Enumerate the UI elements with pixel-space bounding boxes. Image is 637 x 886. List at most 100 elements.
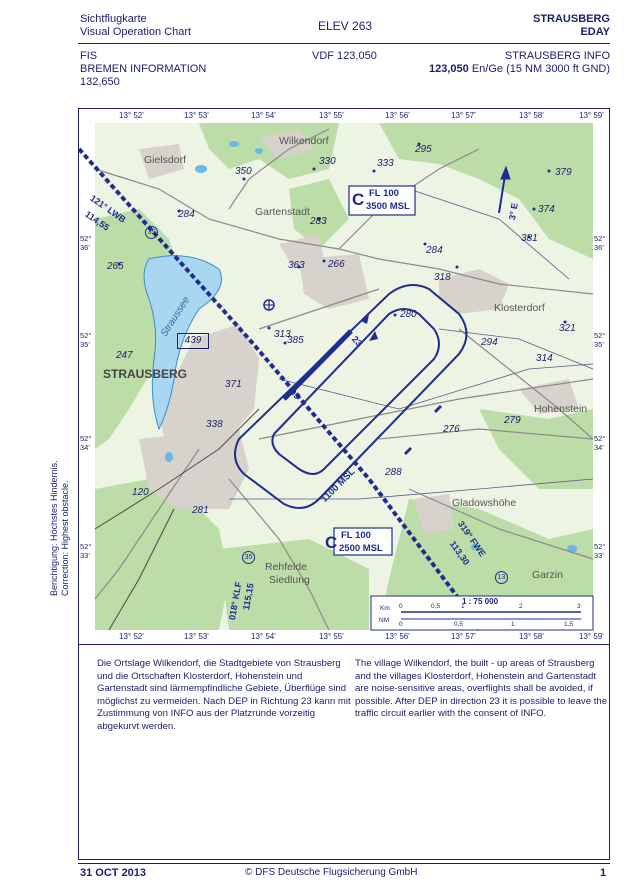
top-tick: 13° 59': [579, 111, 604, 120]
bottom-coordinate-strip: 13° 52' 13° 53' 13° 54' 13° 55' 13° 56' …: [79, 631, 609, 644]
info-extra: En/Ge (15 NM 3000 ft GND): [468, 63, 610, 75]
elevation-label: 350: [235, 166, 252, 177]
elevation-label: 247: [116, 350, 133, 361]
top-tick: 13° 55': [319, 111, 344, 120]
airspace-lower-box: [333, 527, 393, 556]
info-frequency: 123,050: [429, 63, 469, 75]
elevation-label: 280: [400, 309, 417, 320]
place-wilkendorf: Wilkendorf: [279, 135, 329, 147]
top-tick: 13° 54': [251, 111, 276, 120]
vor-fwe-id: 13: [495, 571, 508, 584]
airport-name: STRAUSBERG: [532, 13, 610, 25]
place-hohenstein: Hohenstein: [534, 403, 588, 415]
urban-areas: [139, 129, 579, 534]
elevation-label: 314: [536, 353, 553, 364]
scale-km-tick: 3: [577, 603, 581, 610]
lat-right-3: 52° 34': [594, 434, 606, 452]
bottom-tick: 13° 58': [519, 632, 544, 641]
bottom-tick: 13° 54': [251, 632, 276, 641]
elevation-label: 330: [319, 156, 336, 167]
lat-left-2: 52° 35': [80, 331, 92, 349]
circuit-pattern: [234, 284, 468, 509]
footer-date: 31 OCT 2013: [80, 867, 147, 879]
vor-lwb-id: 35: [145, 226, 158, 239]
elevation-label: 279: [504, 415, 521, 426]
elevation-label: 276: [443, 424, 460, 435]
airspace-upper-lower: 3500 MSL: [366, 201, 410, 212]
scale-nm-label: NM: [379, 617, 390, 624]
scale-km-tick: 1: [461, 603, 465, 610]
north-arrow: [498, 165, 511, 214]
footer-rule: [78, 863, 610, 864]
lat-right-4: 52° 33': [594, 542, 606, 560]
info-frequency-line: 123,050 En/Ge (15 NM 3000 ft GND): [429, 63, 610, 75]
lat-right-1: 52° 36': [594, 234, 606, 252]
fis-name: BREMEN INFORMATION: [80, 63, 207, 75]
info-name: STRAUSBERG INFO: [504, 50, 610, 62]
spot-elevation-dots: [117, 142, 567, 345]
elevation-label: 321: [559, 323, 576, 334]
scale-km-tick: 0,5: [431, 603, 441, 610]
elevation-label: 120: [132, 487, 149, 498]
correction-note: Berichtigung: Höchstes Hindernis. Correc…: [49, 460, 71, 596]
place-klosterdorf: Klosterdorf: [494, 302, 545, 314]
place-garzin: Garzin: [532, 569, 563, 581]
roads: [94, 128, 594, 631]
elevation-label: 333: [377, 158, 394, 169]
map-svg: [79, 109, 609, 644]
elevation-label: 379: [555, 167, 572, 178]
vdf-frequency: VDF 123,050: [312, 50, 377, 62]
airplane-icon: [404, 405, 442, 455]
scale-km-label: Km: [380, 605, 390, 612]
elevation-label: 338: [206, 419, 223, 430]
place-strausberg: STRAUSBERG: [103, 367, 188, 381]
airspace-lower-fl: FL 100: [341, 530, 371, 541]
map-frame: 13° 52' 13° 53' 13° 54' 13° 55' 13° 56' …: [78, 108, 610, 645]
elevation-label: 284: [426, 245, 443, 256]
airspace-lower-class: C: [325, 533, 338, 552]
bottom-tick: 13° 57': [451, 632, 476, 641]
lat-left-3: 52° 34': [80, 434, 92, 452]
bottom-tick: 13° 56': [385, 632, 410, 641]
notes-frame: Die Ortslage Wilkendorf, die Stadtgebiet…: [78, 645, 610, 860]
lake-straussee: [143, 255, 222, 431]
elevation-label: 295: [415, 144, 432, 155]
lat-left-4: 52° 33': [80, 542, 92, 560]
scale-ratio: 1 : 75 000: [462, 597, 499, 606]
chart-title-en: Visual Operation Chart: [80, 26, 192, 38]
top-tick: 13° 52': [119, 111, 144, 120]
elevation-label: 381: [521, 233, 538, 244]
fis-frequency: 132,650: [80, 76, 120, 88]
elevation: ELEV 263: [318, 19, 373, 33]
lat-right-2: 52° 35': [594, 331, 606, 349]
bottom-tick: 13° 55': [319, 632, 344, 641]
top-tick: 13° 53': [184, 111, 209, 120]
top-tick: 13° 58': [519, 111, 544, 120]
bottom-tick: 13° 53': [184, 632, 209, 641]
icao-code: EDAY: [580, 26, 610, 38]
elevation-label: 288: [385, 467, 402, 478]
place-gartenstadt: Gartenstadt: [255, 206, 310, 218]
scale-nm-tick: 0,5: [454, 621, 464, 628]
scale-nm-tick: 0: [399, 621, 403, 628]
runway: [282, 329, 353, 401]
chart-title-de: Sichtflugkarte: [80, 13, 147, 25]
vor-klf-id: 35: [242, 551, 255, 564]
scale-km-tick: 2: [519, 603, 523, 610]
elevation-label: 385: [287, 335, 304, 346]
airspace-upper-box: [348, 185, 416, 216]
elevation-label: 313: [274, 329, 291, 340]
airspace-upper-fl: FL 100: [369, 188, 399, 199]
elevation-label: 283: [310, 216, 327, 227]
elevation-label: 281: [192, 505, 209, 516]
aerodrome-symbol: [263, 299, 275, 311]
header-rule: [78, 43, 610, 44]
place-gladowshoehe: Gladowshöhe: [452, 497, 517, 509]
elevation-label: 318: [434, 272, 451, 283]
lat-left-1: 52° 36': [80, 234, 92, 252]
elevation-label: 363: [288, 260, 305, 271]
elevation-label: 374: [538, 204, 555, 215]
note-german: Die Ortslage Wilkendorf, die Stadtgebiet…: [97, 658, 351, 732]
scale-km-tick: 0: [399, 603, 403, 610]
bottom-tick: 13° 52': [119, 632, 144, 641]
